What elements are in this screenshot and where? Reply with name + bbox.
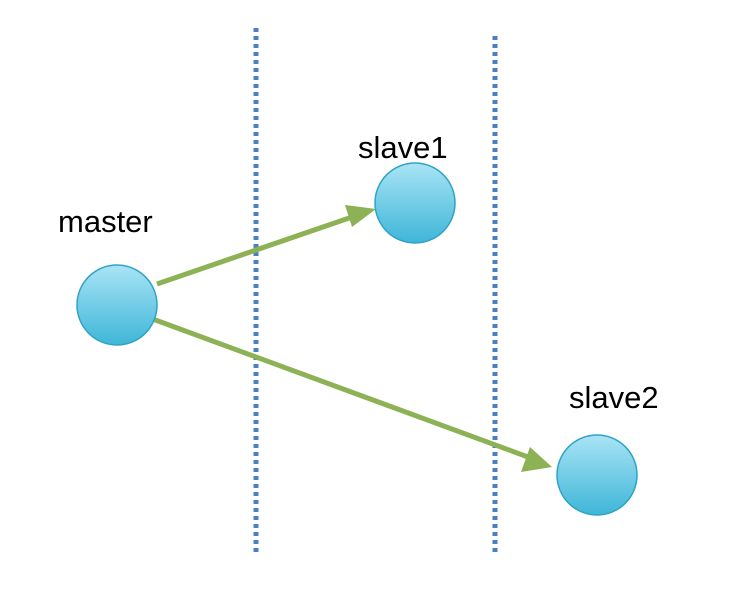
arrowhead [521,447,552,472]
node-master-circle [76,264,158,346]
node-slave2: slave2 [556,380,659,516]
node-slave1: slave1 [358,130,456,244]
arrow-master-to-slave1 [156,205,376,287]
node-slave2-circle [556,434,638,516]
node-slave2-label: slave2 [569,380,659,415]
node-slave1-label: slave1 [358,130,448,165]
node-master: master [58,204,158,346]
node-slave1-circle [374,162,456,244]
node-master-label: master [58,204,153,239]
arrow-master-to-slave2 [149,315,552,472]
arrowhead [345,205,376,227]
